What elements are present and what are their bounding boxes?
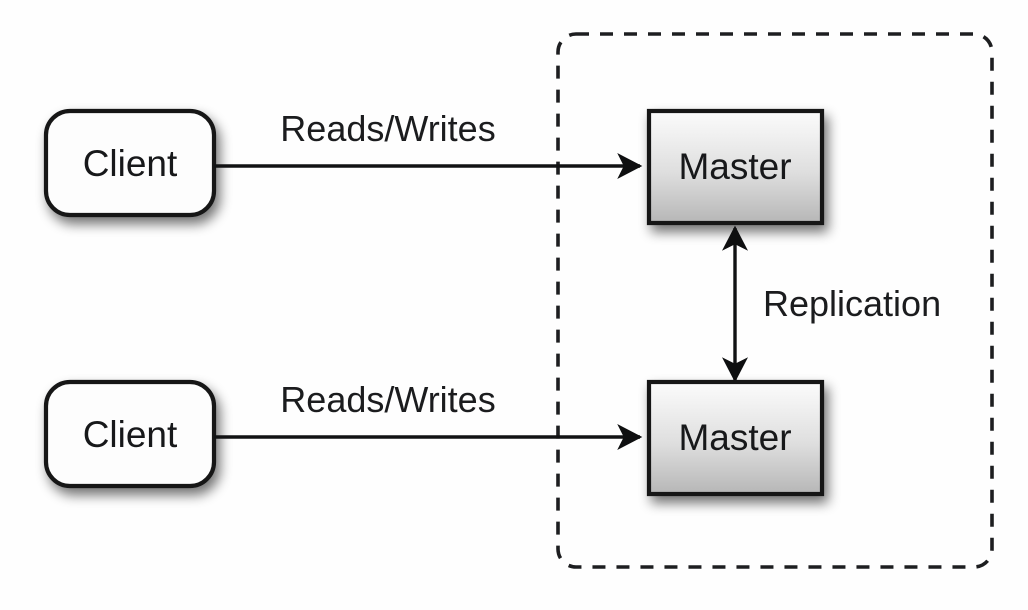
master-bottom-label: Master <box>678 417 791 458</box>
client-top-label: Client <box>83 143 178 184</box>
replication-cluster-boundary <box>556 32 994 569</box>
master-top-shape <box>646 108 825 226</box>
edge-client-top-master-top[interactable]: Reads/Writes <box>214 108 643 180</box>
master-top-label: Master <box>678 146 791 187</box>
edge-master-replication[interactable]: Replication <box>721 225 941 383</box>
edge-label-reads-writes-bottom: Reads/Writes <box>280 379 495 420</box>
master-top-node[interactable]: Master <box>646 108 825 226</box>
client-bottom-node[interactable]: Client <box>43 379 217 489</box>
edge-label-replication: Replication <box>763 283 941 324</box>
client-bottom-label: Client <box>83 414 178 455</box>
client-top-node[interactable]: Client <box>43 108 217 218</box>
master-bottom-node[interactable]: Master <box>646 379 825 497</box>
edge-client-bottom-master-bottom[interactable]: Reads/Writes <box>214 379 643 451</box>
master-bottom-shape <box>646 379 825 497</box>
client-top-shape <box>43 108 217 218</box>
client-bottom-shape <box>43 379 217 489</box>
edge-label-reads-writes-top: Reads/Writes <box>280 108 495 149</box>
